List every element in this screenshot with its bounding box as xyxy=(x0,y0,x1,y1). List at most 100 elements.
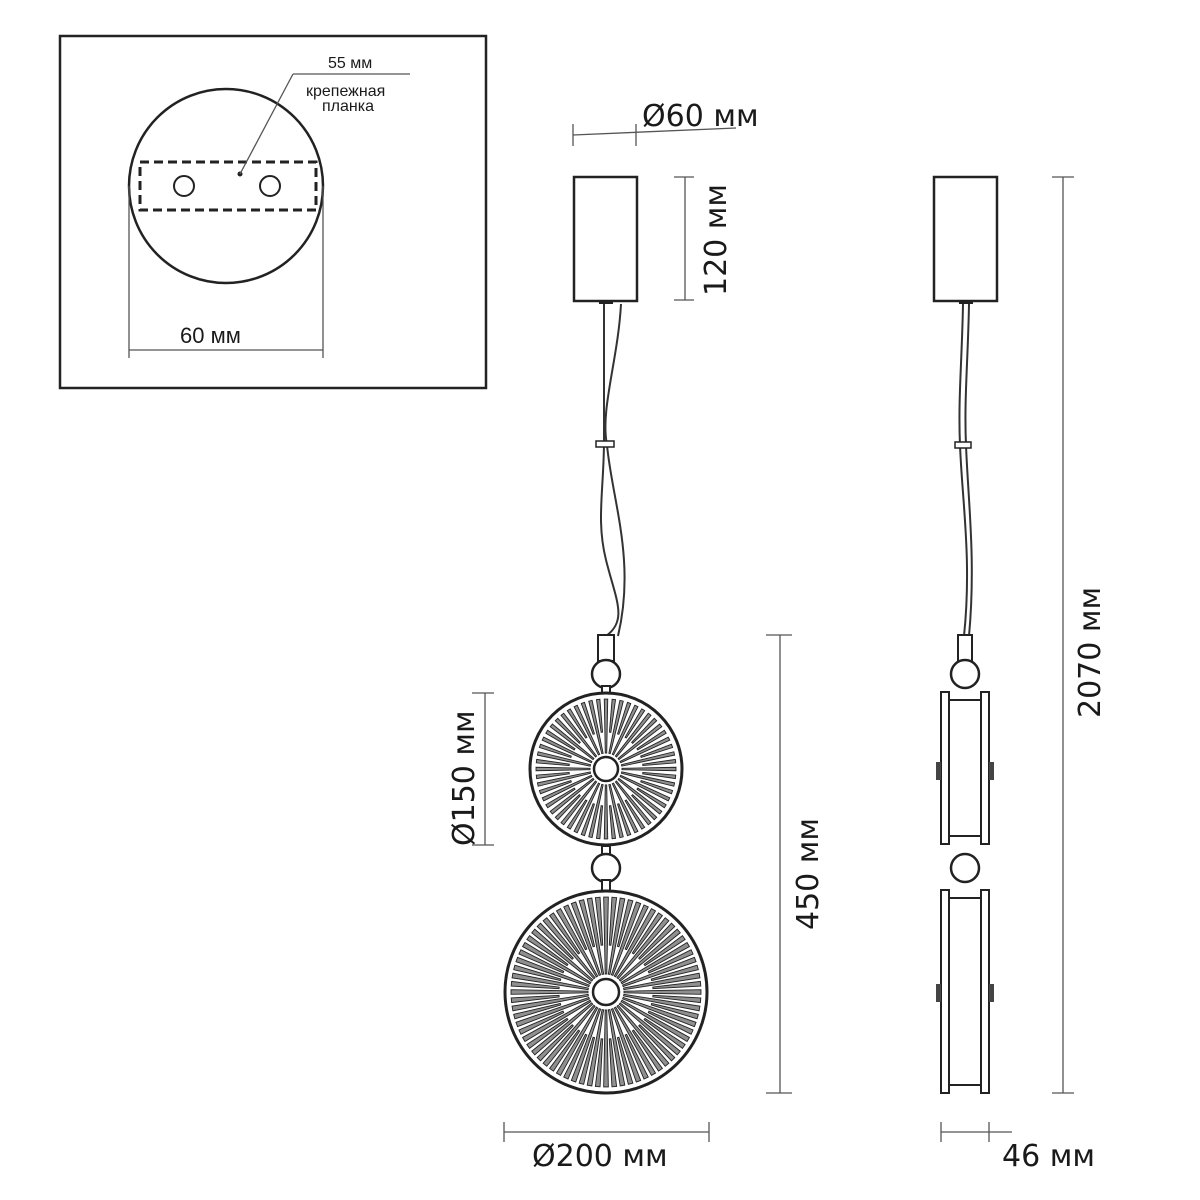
top-connector-front xyxy=(597,634,615,662)
disc-louver-slat xyxy=(620,999,691,1043)
fixture-height-label: 450 мм xyxy=(791,818,826,930)
disc-louver-slat xyxy=(588,783,604,839)
disc-louver-slat xyxy=(620,941,691,985)
bracket-label-line2: планка xyxy=(322,98,374,115)
disc-louver-slat xyxy=(611,782,639,834)
inset-frame xyxy=(58,34,488,390)
disc-louver-slat xyxy=(613,907,657,978)
disc-louver-slat xyxy=(640,743,674,759)
disc-louver-slat xyxy=(616,1004,670,1067)
disc-louver-slat xyxy=(580,803,596,837)
disc-louver-slat xyxy=(636,787,667,809)
disc-louver-slat xyxy=(538,743,572,759)
front-view: Ø60 мм 120 мм xyxy=(447,99,826,1174)
disc-louver-slat xyxy=(548,912,581,955)
disc-louver-slat xyxy=(614,780,652,826)
disc-louver-slat xyxy=(607,1009,626,1087)
mounting-hole-left xyxy=(173,175,195,197)
cable-tie-side xyxy=(954,441,972,449)
disc-louver-slat xyxy=(542,1004,596,1067)
slot-dimension-label: 55 мм xyxy=(328,55,372,72)
disc-louver-slat xyxy=(616,701,632,735)
disc-louver-slat xyxy=(622,996,697,1028)
bracket-leader-line xyxy=(239,73,294,175)
middle-ball-side xyxy=(949,852,981,884)
disc-louver-slat xyxy=(616,917,670,980)
top-connector-side xyxy=(957,634,973,662)
mounting-hole-right xyxy=(259,175,281,197)
disc-louver-slat xyxy=(515,996,590,1028)
upper-disc-flange-left xyxy=(940,691,950,845)
disc-louver-slat xyxy=(608,896,618,946)
disc-louver-slat xyxy=(607,897,626,975)
disc-louver-slat xyxy=(623,993,701,1012)
disc-louver-slat xyxy=(643,1017,686,1050)
disc-louver-slat xyxy=(510,994,560,1004)
disc-louver-slat xyxy=(650,1002,699,1020)
disc-louver-slat xyxy=(570,1008,602,1083)
disc-louver-slat xyxy=(624,708,646,739)
disc-louver-slat xyxy=(642,771,677,780)
disc-louver-slat xyxy=(511,972,589,991)
disc-louver-slat xyxy=(535,766,591,772)
disc-louver-slat xyxy=(636,729,667,751)
disc-louver-slat xyxy=(608,783,624,839)
disc-louver-slat xyxy=(624,799,646,830)
disc-louver-slat xyxy=(531,1002,594,1056)
disc-louver-slat xyxy=(619,774,671,802)
disc-louver-slat xyxy=(619,736,671,764)
disc-louver-slat xyxy=(647,949,694,974)
canopy-cord-clamp-side xyxy=(959,300,973,304)
disc-louver-slat xyxy=(618,928,681,982)
depth-label: 46 мм xyxy=(1002,1139,1095,1174)
upper-disc-clip-right xyxy=(989,762,994,780)
disc-louver-slat xyxy=(566,799,588,830)
disc-louver-slat xyxy=(613,1006,657,1077)
disc-louver-slat xyxy=(570,901,602,976)
canopy-cord-clamp-front xyxy=(599,300,613,304)
disc-louver-slat xyxy=(578,899,596,948)
small-disc-hub xyxy=(592,755,620,783)
lower-disc-body xyxy=(948,897,982,1086)
disc-louver-slat xyxy=(515,956,590,988)
disc-louver-slat xyxy=(643,934,686,967)
suspension-cable-front-a xyxy=(599,304,620,637)
disc-louver-slat xyxy=(650,964,699,982)
disc-louver-slat xyxy=(652,980,702,990)
disc-louver-slat xyxy=(580,701,596,735)
disc-louver-slat xyxy=(652,994,702,1004)
disc-louver-slat xyxy=(620,751,676,767)
disc-louver-slat xyxy=(511,993,589,1012)
disc-louver-slat xyxy=(560,712,598,758)
disc-louver-slat xyxy=(578,1036,596,1085)
disc-louver-slat xyxy=(638,1024,676,1062)
disc-louver-slat xyxy=(595,805,604,840)
top-ball-side xyxy=(949,658,981,690)
disc-louver-slat xyxy=(608,698,617,733)
disc-louver-slat xyxy=(617,777,663,815)
disc-louver-slat xyxy=(647,1010,694,1035)
disc-louver-slat xyxy=(603,896,609,975)
cable-tie-front xyxy=(595,440,615,448)
disc-louver-slat xyxy=(640,779,674,795)
disc-louver-slat xyxy=(521,941,592,985)
disc-louver-slat xyxy=(586,1009,605,1087)
disc-louver-slat xyxy=(510,980,560,990)
lower-disc-flange-left xyxy=(940,889,950,1094)
disc-louver-slat xyxy=(614,712,652,758)
side-view: 2070 мм 46 мм xyxy=(932,175,1108,1174)
suspension-cable-front-b xyxy=(604,303,626,637)
disc-louver-slat xyxy=(624,904,649,951)
suspension-cable-side-a xyxy=(958,303,969,637)
disc-louver-slat xyxy=(616,1036,634,1085)
disc-louver-slat xyxy=(594,1038,604,1088)
disc-louver-slat xyxy=(610,1008,642,1083)
disc-louver-slat xyxy=(526,1017,569,1050)
disc-louver-slat xyxy=(642,758,677,767)
mounting-bracket-outline xyxy=(138,160,318,212)
disc-louver-slat xyxy=(554,794,581,821)
disc-louver-slat xyxy=(623,972,701,991)
disc-louver-slat xyxy=(603,1009,609,1088)
disc-louver-slat xyxy=(541,736,593,764)
